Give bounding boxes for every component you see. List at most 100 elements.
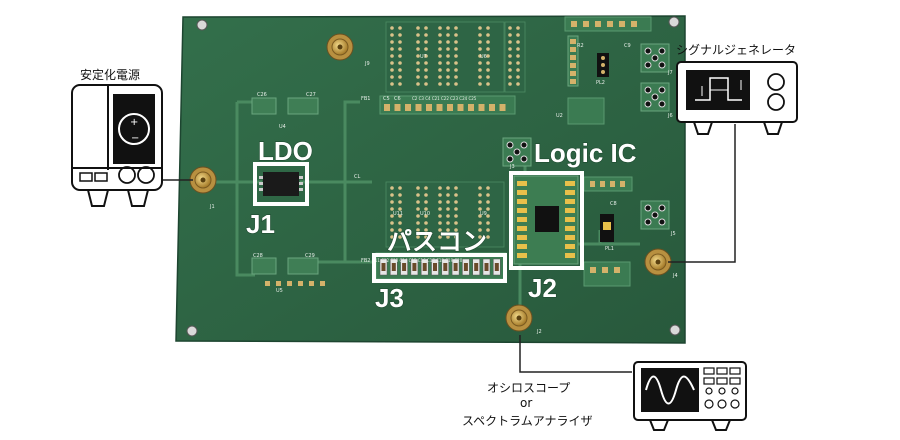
cap-pad [468,104,474,111]
pads-u5-row [265,281,325,286]
through-hole [446,214,450,218]
silk-fb1: FB1 [361,96,371,102]
cap-pad [405,104,411,111]
header-pad [590,267,596,273]
through-hole [424,186,428,190]
test-pad-hole [658,61,666,69]
through-hole [454,200,458,204]
through-hole [446,61,450,65]
through-hole [486,68,490,72]
through-hole [398,40,402,44]
cap-pad [478,104,485,111]
through-hole [478,82,482,86]
through-hole [478,47,482,51]
silk-j9: J9 [364,61,370,67]
test-pad-hole [644,61,652,69]
through-hole [446,235,450,239]
header-pad [570,39,576,44]
through-hole [390,228,394,232]
silk-j4: J4 [672,273,678,279]
through-hole [454,228,458,232]
through-hole [416,228,420,232]
through-hole [398,61,402,65]
silk-c6: C6 [394,96,401,102]
through-hole [454,82,458,86]
through-hole [398,33,402,37]
through-hole [486,214,490,218]
silk-u7: U7 [420,54,427,60]
label-logic-ic: Logic IC [534,138,637,168]
through-hole [508,61,512,65]
header-pad [620,181,625,187]
highlight-boxes [253,162,584,283]
mount-hole [669,324,681,336]
silk-pl2: PL2 [596,80,605,86]
silk-cl: CL [354,174,360,180]
through-hole [516,54,520,58]
header-strip-mid [567,97,605,125]
ic-adapter-pad [517,199,527,204]
through-hole [454,54,458,58]
power-supply-instrument: + − [71,84,163,207]
through-hole [398,82,402,86]
label-power-supply: 安定化電源 [80,67,140,82]
cap-pad [447,104,453,111]
through-hole [508,68,512,72]
through-hole [416,207,420,211]
ic-adapter-pad [517,253,527,258]
through-hole [516,47,520,51]
silk-fb2: FB2 [361,258,371,264]
through-hole-area-top-left [385,21,505,93]
jumper-pl1 [600,214,614,242]
through-hole [478,33,482,37]
through-hole [438,26,442,30]
through-hole [478,221,482,225]
through-hole [508,40,512,44]
through-hole [446,221,450,225]
through-hole [416,61,420,65]
through-hole [398,221,402,225]
through-hole [424,235,428,239]
test-pad-hole [520,155,528,163]
capacitor-body [474,263,479,271]
through-hole [478,207,482,211]
through-hole [416,75,420,79]
silk-j1: J1 [209,204,215,210]
svg-text:−: − [131,133,139,144]
through-hole [416,82,420,86]
footprint-u5 [251,257,319,275]
silk-caps-bottom: C11 C12 C13 C14 C15 C16 C17 C18 C19 C20 [372,258,463,263]
through-hole [438,207,442,211]
through-hole [486,47,490,51]
through-hole [478,61,482,65]
through-hole [416,26,420,30]
ic-adapter-pad [565,190,575,195]
silk-c27: C27 [306,92,316,98]
label-scope-or: or [520,396,532,410]
test-pad-hole [651,211,659,219]
test-pad-hole [658,218,666,226]
through-hole [390,26,394,30]
label-ldo: LDO [258,136,313,166]
through-hole [446,207,450,211]
test-pad-hole [651,93,659,101]
silk-u9: U9 [480,211,487,217]
through-hole [486,33,490,37]
through-hole [454,193,458,197]
cap-row-bottom [379,258,501,276]
through-hole [516,26,520,30]
through-hole [478,228,482,232]
test-pad-hole [658,47,666,55]
ic-adapter-pad [565,253,575,258]
through-hole [478,186,482,190]
through-hole [454,214,458,218]
through-hole [390,33,394,37]
through-hole [424,75,428,79]
through-hole [398,47,402,51]
test-pad-hole [658,204,666,212]
pcb-traces [210,100,640,312]
header-pad [570,47,576,52]
capacitor-body [463,263,468,271]
through-hole [478,26,482,30]
